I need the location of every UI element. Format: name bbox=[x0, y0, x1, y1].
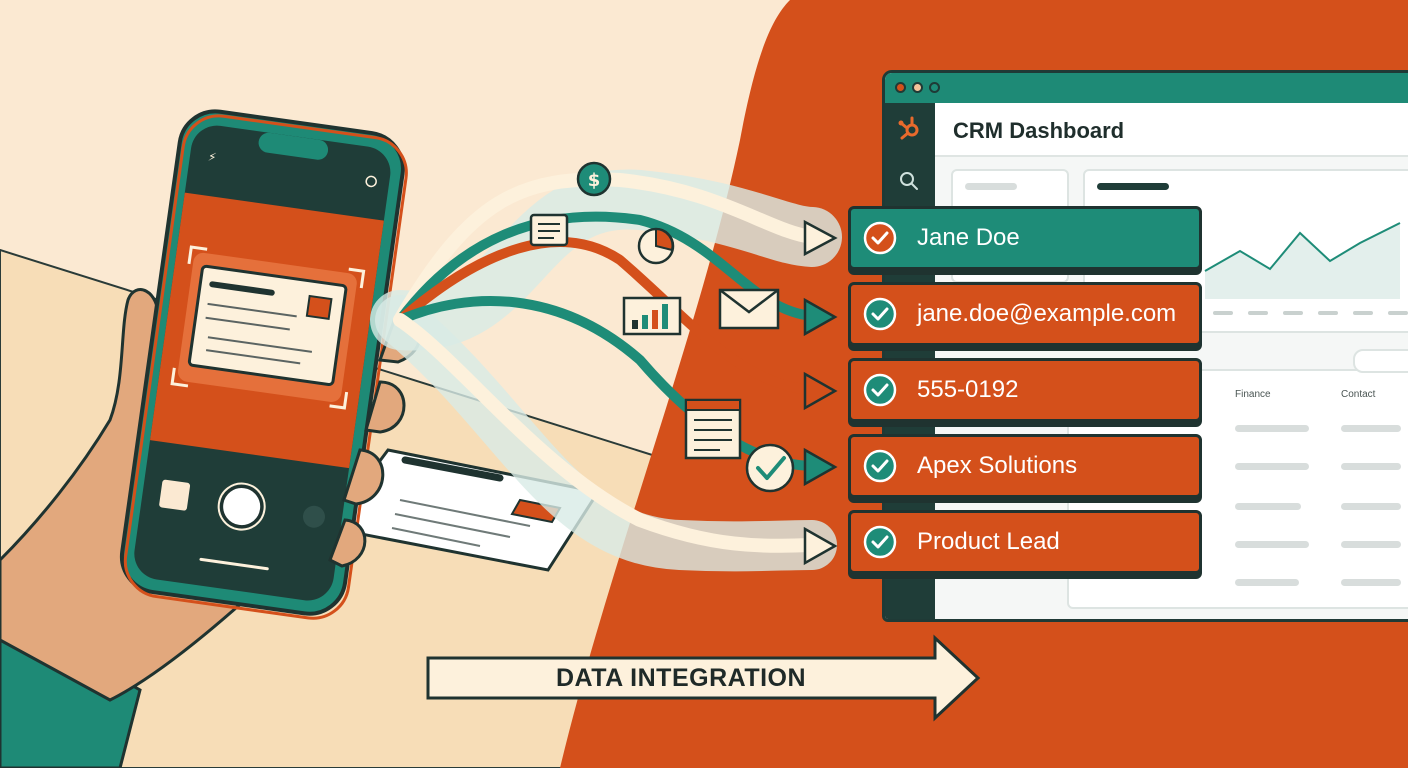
field-card[interactable]: jane.doe@example.com bbox=[848, 282, 1202, 346]
window-close-dot[interactable] bbox=[895, 82, 906, 93]
table-row bbox=[1235, 463, 1309, 470]
window-maximize-dot[interactable] bbox=[929, 82, 940, 93]
data-integration-label: DATA INTEGRATION bbox=[555, 664, 807, 692]
bar-chart-icon bbox=[622, 296, 682, 336]
form-icon bbox=[684, 398, 742, 460]
page-title: CRM Dashboard bbox=[953, 118, 1125, 143]
checkmark-icon bbox=[863, 449, 897, 483]
data-flow-lines bbox=[370, 169, 842, 572]
field-card[interactable]: Apex Solutions bbox=[848, 434, 1202, 498]
svg-text:$: $ bbox=[588, 170, 601, 191]
window-minimize-dot[interactable] bbox=[912, 82, 923, 93]
window-titlebar bbox=[885, 73, 1408, 103]
pie-chart-icon bbox=[637, 227, 675, 265]
field-card[interactable]: Jane Doe bbox=[848, 206, 1202, 270]
document-icon bbox=[529, 213, 569, 247]
integration-arrow bbox=[426, 634, 981, 722]
checkmark-icon bbox=[863, 373, 897, 407]
check-icon bbox=[745, 443, 795, 493]
field-value: jane.doe@example.com bbox=[917, 300, 1177, 327]
checkmark-icon bbox=[863, 221, 897, 255]
hub-logo-icon[interactable] bbox=[897, 115, 923, 141]
table-row bbox=[1235, 425, 1309, 432]
smartphone: ⚡ bbox=[119, 109, 408, 620]
table-row bbox=[1341, 541, 1401, 548]
table-row bbox=[1341, 463, 1401, 470]
table-row bbox=[1341, 579, 1401, 586]
checkmark-icon bbox=[863, 525, 897, 559]
flow-arrowheads bbox=[803, 219, 838, 566]
field-value: Jane Doe bbox=[917, 224, 1020, 251]
field-value: 555-0192 bbox=[917, 376, 1019, 403]
column-header-contact: Contact bbox=[1341, 389, 1376, 400]
column-header-finance: Finance bbox=[1235, 389, 1271, 400]
checkmark-icon bbox=[863, 297, 897, 331]
dollar-icon: $ bbox=[576, 161, 612, 197]
placeholder-bar bbox=[965, 183, 1017, 190]
field-value: Apex Solutions bbox=[917, 452, 1078, 479]
field-card[interactable]: Product Lead bbox=[848, 510, 1202, 574]
field-card[interactable]: 555-0192 bbox=[848, 358, 1202, 422]
chart-title-bar bbox=[1097, 183, 1169, 190]
svg-text:⚡: ⚡ bbox=[207, 150, 217, 165]
field-value: Product Lead bbox=[917, 528, 1060, 555]
trend-line-chart bbox=[1204, 222, 1408, 315]
table-row bbox=[1341, 425, 1401, 432]
search-icon[interactable] bbox=[897, 169, 921, 193]
table-row bbox=[1235, 503, 1301, 510]
table-row bbox=[1341, 503, 1401, 510]
table-row bbox=[1235, 579, 1299, 586]
table-row bbox=[1235, 541, 1309, 548]
table-search-input[interactable] bbox=[1353, 349, 1408, 373]
envelope-icon bbox=[718, 288, 780, 330]
crm-header: CRM Dashboard bbox=[935, 103, 1408, 157]
